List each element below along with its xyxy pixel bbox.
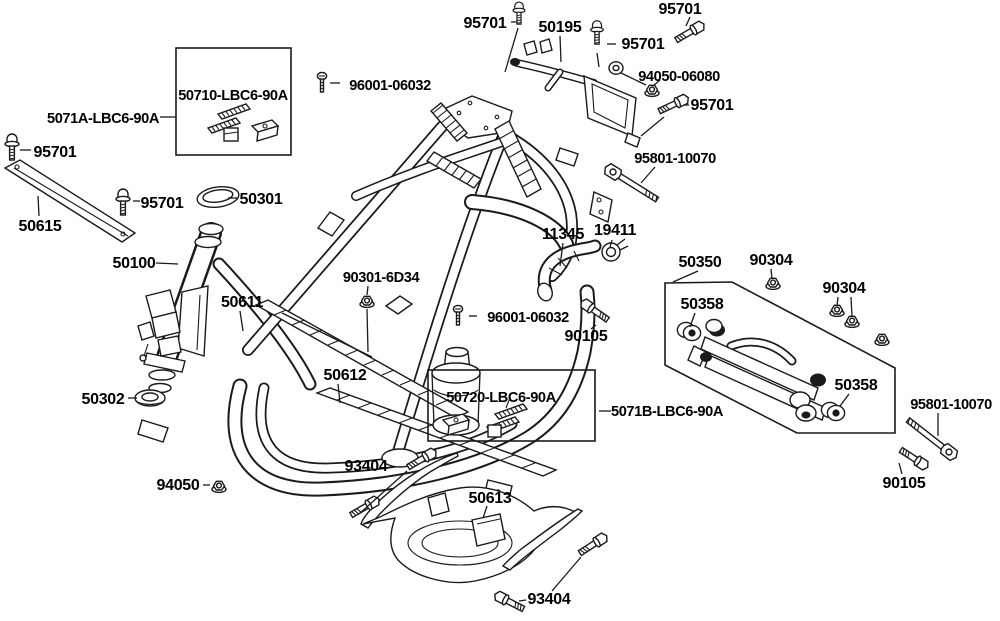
part-label-50302: 50302	[82, 391, 125, 408]
part-label-50612: 50612	[324, 367, 367, 384]
nut-90304	[829, 304, 845, 318]
part-label-93404: 93404	[528, 591, 571, 608]
part-label-90304: 90304	[750, 252, 793, 269]
part-label-90105: 90105	[883, 475, 926, 492]
part-label-90105: 90105	[565, 328, 608, 345]
part-label-19411: 19411	[594, 222, 637, 239]
under-cover-art	[360, 452, 584, 584]
part-label-95701: 95701	[141, 195, 184, 212]
part-label-96001-06032: 96001-06032	[487, 310, 569, 326]
bolt-95701	[590, 20, 604, 45]
part-label-95701: 95701	[691, 97, 734, 114]
part-label-11345: 11345	[542, 226, 585, 243]
channel-rail	[425, 151, 483, 189]
nut-90304	[844, 315, 860, 329]
bolt-95701	[115, 188, 131, 216]
clamp-19411	[601, 238, 629, 262]
lock-bracket	[137, 289, 182, 362]
bolt-95701	[672, 18, 708, 46]
part-label-50100: 50100	[113, 255, 156, 272]
part-label-94050-06080: 94050-06080	[638, 69, 720, 85]
part-label-90301-6D34: 90301-6D34	[343, 270, 421, 286]
part-label-5071B-LBC6-90A: 5071B-LBC6-90A	[611, 404, 724, 420]
part-label-50350: 50350	[679, 254, 722, 271]
bolt-95701	[512, 1, 526, 25]
part-label-95701: 95701	[464, 15, 507, 32]
bracket-50195	[510, 38, 641, 148]
floor-rail-50611	[254, 299, 470, 419]
bolt-95701	[4, 133, 20, 161]
washer-94050-06080	[608, 61, 624, 75]
nut-90301-6d34	[359, 295, 375, 309]
channel-rail	[494, 120, 542, 198]
part-label-50613: 50613	[469, 490, 512, 507]
grommet-50301	[196, 185, 240, 209]
strip-50615	[3, 159, 137, 243]
bolt-90105	[897, 444, 932, 473]
hose-11345	[537, 239, 602, 302]
bushing-50358-left	[676, 321, 702, 342]
kit-box-5071A	[175, 47, 292, 156]
part-label-50358: 50358	[681, 296, 724, 313]
part-label-94050: 94050	[157, 477, 200, 494]
part-label-95701: 95701	[622, 36, 665, 53]
screw-93404	[491, 588, 527, 615]
part-label-50195: 50195	[539, 19, 582, 36]
part-label-5071A-LBC6-90A: 5071A-LBC6-90A	[47, 111, 160, 127]
nut-94050-06080	[644, 84, 660, 98]
cover-clip	[427, 492, 450, 517]
part-label-96001-06032: 96001-06032	[349, 78, 431, 94]
part-label-50358: 50358	[835, 377, 878, 394]
channel-rail	[429, 102, 469, 142]
kit-box-5071B	[427, 369, 596, 442]
screw-93404	[576, 530, 611, 559]
screw-96001-06032	[452, 304, 464, 326]
nut-94050	[211, 480, 227, 494]
part-label-90304: 90304	[823, 280, 866, 297]
bolt-95801-10070	[601, 161, 661, 206]
flap-50613	[471, 513, 506, 547]
hanger-50350	[687, 318, 827, 422]
hanger-enclosure	[664, 281, 896, 434]
part-label-50301: 50301	[240, 191, 283, 208]
part-label-95701: 95701	[659, 1, 702, 18]
grommet-50302	[134, 389, 166, 407]
part-label-50611: 50611	[221, 294, 264, 311]
part-label-95701: 95701	[34, 144, 77, 161]
nut-90304	[874, 333, 890, 347]
part-label-95801-10070: 95801-10070	[910, 397, 992, 413]
part-label-50615: 50615	[19, 218, 62, 235]
nut-90304	[765, 277, 781, 291]
part-label-93404: 93404	[345, 458, 388, 475]
leader-lines	[20, 16, 939, 602]
part-label-50720-LBC6-90A: 50720-LBC6-90A	[446, 390, 556, 406]
screw-96001-06032	[316, 71, 328, 93]
part-label-50710-LBC6-90A: 50710-LBC6-90A	[178, 88, 288, 104]
part-label-95801-10070: 95801-10070	[634, 151, 716, 167]
